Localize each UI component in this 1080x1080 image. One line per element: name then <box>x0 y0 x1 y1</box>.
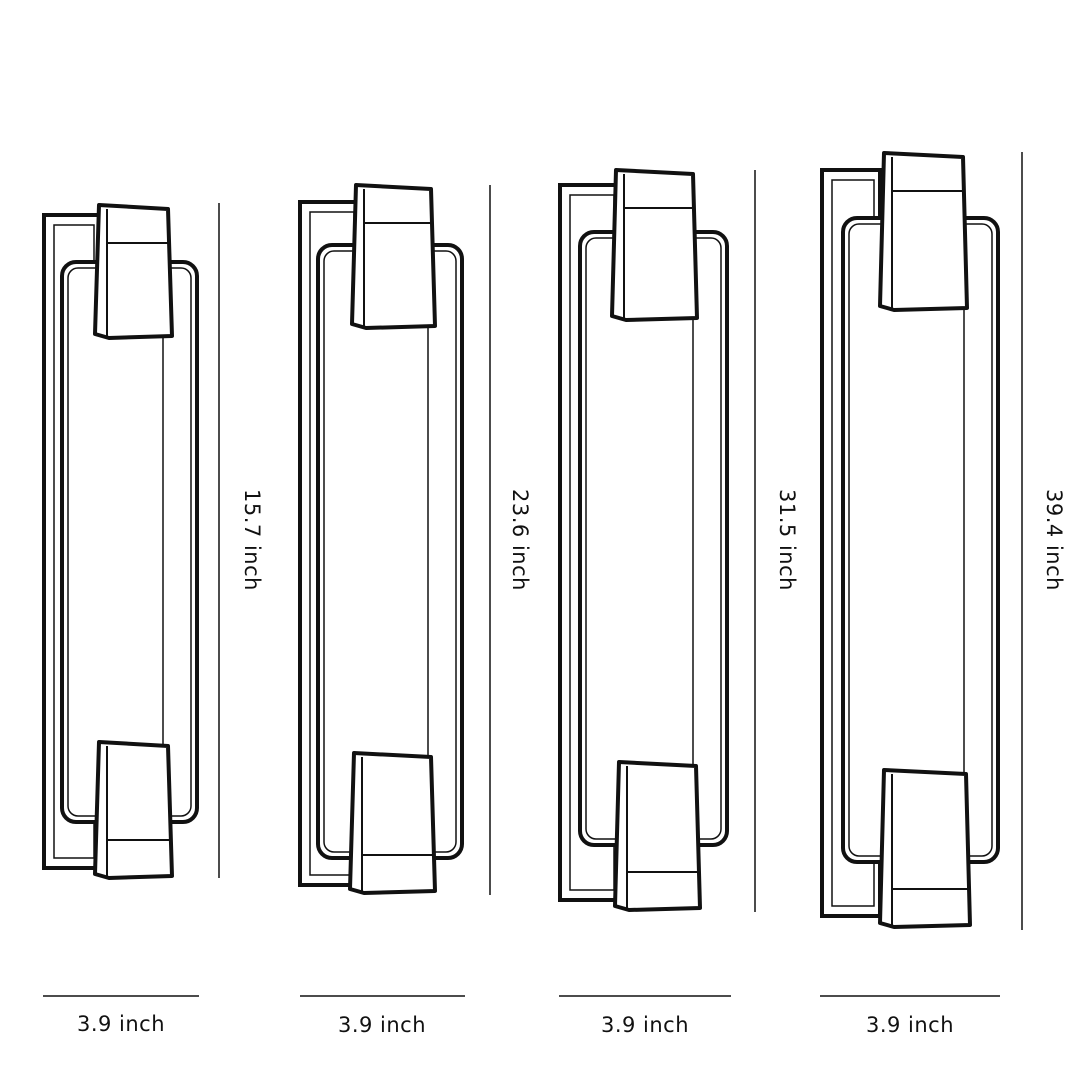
top-mount-block-2 <box>350 183 437 330</box>
diffuser-3 <box>578 230 729 847</box>
width-label-3: 3.9 inch <box>600 1013 690 1037</box>
diffuser-1 <box>60 260 199 824</box>
width-label-2: 3.9 inch <box>337 1013 427 1037</box>
top-mount-block-4 <box>878 151 969 312</box>
bottom-mount-block-2 <box>348 751 437 895</box>
width-label-4: 3.9 inch <box>865 1013 955 1037</box>
diffuser-4 <box>841 216 1000 864</box>
bottom-mount-block-4 <box>878 768 972 929</box>
height-label-2: 23.6 inch <box>508 489 532 591</box>
top-mount-block-1 <box>93 203 174 340</box>
height-label-4: 39.4 inch <box>1042 489 1066 591</box>
width-label-1: 3.9 inch <box>76 1012 166 1036</box>
height-label-1: 15.7 inch <box>240 489 264 591</box>
height-label-3: 31.5 inch <box>775 489 799 591</box>
bottom-mount-block-1 <box>93 740 174 880</box>
